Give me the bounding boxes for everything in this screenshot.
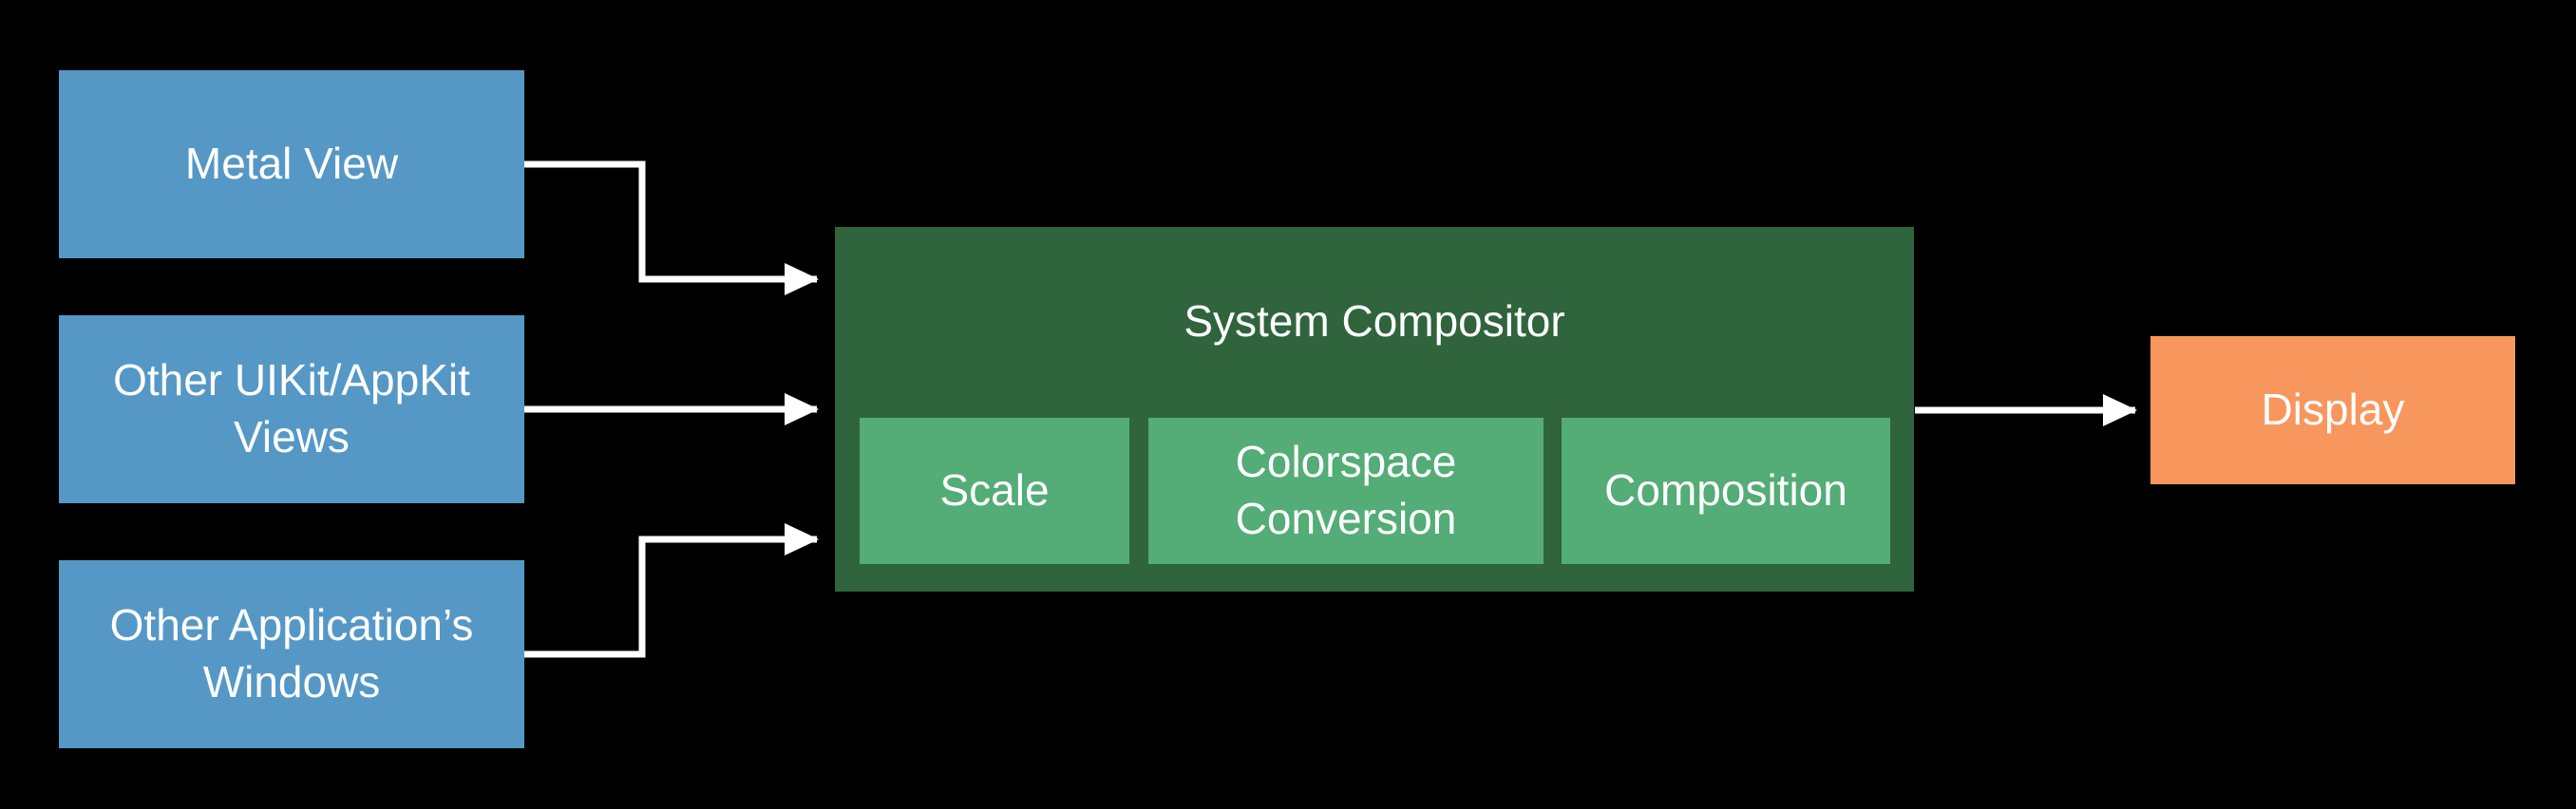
source-box-metal-view: Metal View <box>59 70 524 258</box>
stage-box-scale: Scale <box>860 418 1129 564</box>
stage-box-colorspace-conversion: Colorspace Conversion <box>1148 418 1544 564</box>
display-box: Display <box>2150 336 2515 484</box>
display-label: Display <box>2261 385 2405 435</box>
source-label: Other UIKit/AppKit Views <box>113 355 470 461</box>
source-label: Metal View <box>184 139 399 189</box>
system-compositor-box: System Compositor Scale Colorspace Conve… <box>835 227 1914 592</box>
stage-label: Composition <box>1604 465 1847 516</box>
source-box-application-windows: Other Application’s Windows <box>59 560 524 748</box>
arrow-app-windows-to-compositor <box>524 523 819 658</box>
source-box-uikit-appkit-views: Other UIKit/AppKit Views <box>59 315 524 503</box>
source-label: Other Application’s Windows <box>109 600 474 706</box>
arrow-metal-view-to-compositor <box>524 160 819 295</box>
stage-label: Scale <box>939 465 1050 516</box>
stage-label: Colorspace Conversion <box>1235 437 1457 543</box>
stage-box-composition: Composition <box>1562 418 1890 564</box>
system-compositor-title: System Compositor <box>1184 296 1565 347</box>
